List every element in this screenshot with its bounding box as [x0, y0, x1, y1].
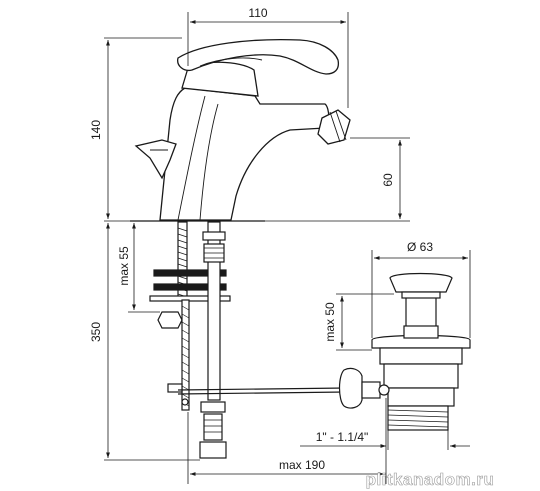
under-deck-mounting	[149, 221, 231, 459]
watermark: plitkanadom.ru	[366, 470, 495, 489]
pop-up-knob	[167, 383, 183, 393]
lever-handle	[177, 39, 340, 75]
dim-supply-length: 350	[89, 322, 103, 342]
backing-plate	[149, 295, 231, 302]
flexible-hose	[181, 299, 190, 411]
faucet-main-body	[159, 87, 330, 221]
rubber-gasket-lower	[153, 283, 227, 291]
linkage-nut	[338, 367, 363, 409]
lower-connector	[200, 401, 226, 413]
dim-outlet-height: 60	[381, 173, 395, 187]
pop-up-waste	[177, 272, 471, 431]
aerator-nozzle	[317, 109, 351, 145]
pop-up-plug	[389, 272, 453, 293]
faucet-body	[130, 39, 351, 222]
diverter-knob	[134, 139, 177, 180]
waste-body	[379, 347, 463, 365]
dim-body-height: 140	[89, 120, 103, 140]
rubber-gasket-upper	[153, 269, 227, 277]
dim-waste-diameter: Ø 63	[407, 240, 433, 254]
dim-waste-thread: 1" - 1.1/4"	[316, 430, 369, 444]
waste-flange	[371, 334, 471, 349]
fixing-nut	[157, 311, 183, 329]
dim-pop-up-stroke: max 50	[323, 302, 337, 342]
supply-pipe-rigid	[207, 221, 221, 401]
dim-spout-reach: 110	[248, 6, 267, 20]
dim-mount-clamp-range: max 55	[117, 246, 131, 286]
linkage-rod	[177, 387, 347, 391]
dimension-lines	[104, 12, 471, 484]
dim-rod-length: max 190	[279, 458, 325, 472]
